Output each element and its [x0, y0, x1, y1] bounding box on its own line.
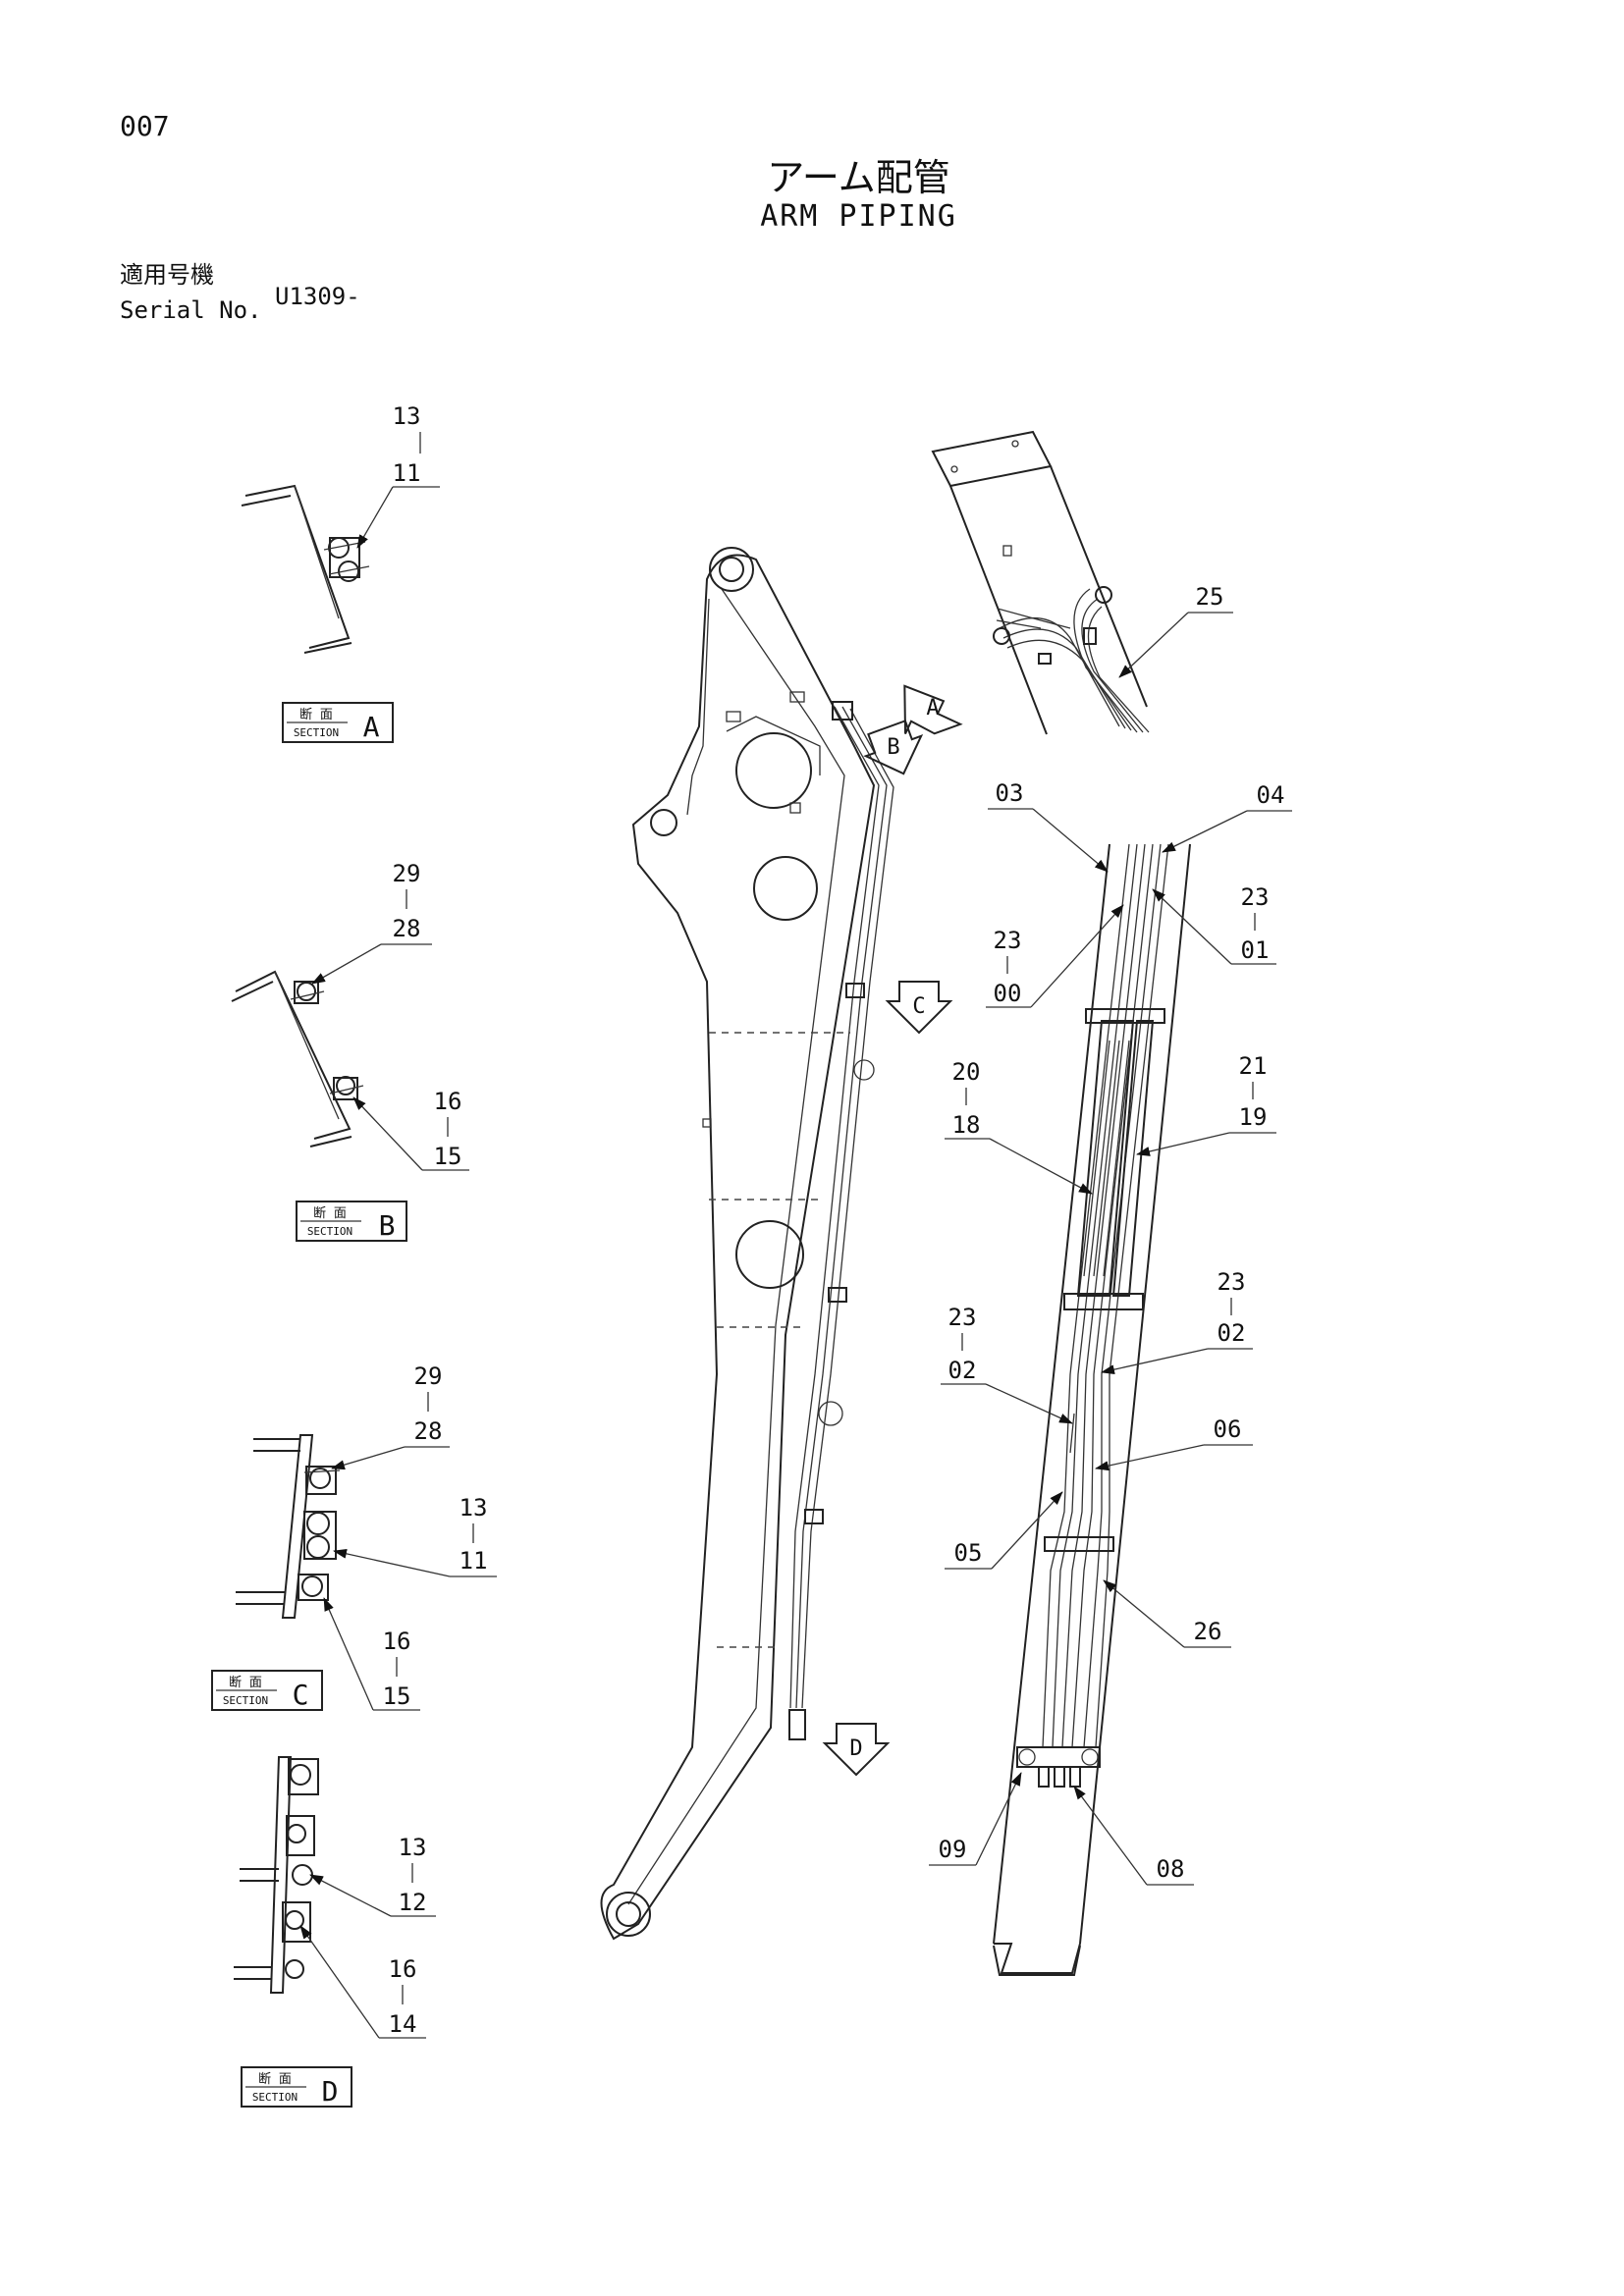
- section-c-label-en: SECTION: [223, 1694, 268, 1707]
- section-a-label-box: 断 面 SECTION A: [282, 702, 394, 743]
- callout-23-02a-top: 23: [1218, 1268, 1246, 1296]
- serial-label: 適用号機 Serial No.: [120, 257, 262, 328]
- serial-label-japanese: 適用号機: [120, 261, 214, 289]
- section-d-label-en: SECTION: [252, 2091, 298, 2104]
- section-d-callout2-top: 16: [389, 1955, 417, 1983]
- section-b-callout2-top: 16: [434, 1088, 462, 1115]
- view-arrow-d: D: [822, 1723, 891, 1777]
- section-b-callout1-top: 29: [393, 860, 421, 887]
- callout-23-00-top: 23: [994, 927, 1022, 954]
- callout-23-01-top: 23: [1241, 883, 1270, 911]
- view-arrow-c: C: [885, 981, 953, 1035]
- section-b-callout2-bottom: 15: [434, 1143, 462, 1170]
- view-arrow-c-letter: C: [912, 994, 925, 1019]
- section-d-callout1-bottom: 12: [399, 1889, 427, 1916]
- callout-23-02a-bottom: 02: [1218, 1319, 1246, 1347]
- section-a-letter: A: [363, 711, 380, 743]
- callout-08: 08: [1157, 1855, 1185, 1883]
- section-d-letter: D: [322, 2075, 339, 2108]
- section-c-callout3-top: 16: [383, 1628, 411, 1655]
- section-c-callout2-top: 13: [460, 1494, 488, 1522]
- section-c-detail: 29 28 13 11 16 15 断 面 SECTION C: [211, 1362, 497, 1711]
- page-title-english: ARM PIPING: [760, 199, 957, 234]
- view-arrow-b: B: [863, 720, 924, 775]
- callout-03: 03: [996, 779, 1024, 807]
- section-d-detail: 13 12 16 14 断 面 SECTION D: [234, 1756, 436, 2108]
- callout-23-01-bottom: 01: [1241, 936, 1270, 964]
- section-a-detail: 13 11 断 面 SECTION A: [241, 402, 440, 743]
- section-d-callout2-bottom: 14: [389, 2010, 417, 2038]
- section-a-label-jp: 断 面: [299, 708, 333, 722]
- section-d-label-jp: 断 面: [258, 2072, 292, 2087]
- section-c-callout1-top: 29: [414, 1362, 443, 1390]
- callout-04: 04: [1257, 781, 1285, 809]
- callout-06: 06: [1214, 1415, 1242, 1443]
- section-c-label-box: 断 面 SECTION C: [211, 1670, 323, 1711]
- section-c-callout2-bottom: 11: [460, 1547, 488, 1575]
- page-number: 007: [120, 110, 170, 142]
- section-b-callout1-bottom: 28: [393, 915, 421, 942]
- section-d-callout1-top: 13: [399, 1834, 427, 1861]
- callout-23-00-bottom: 00: [994, 980, 1022, 1007]
- section-d-label-box: 断 面 SECTION D: [241, 2066, 352, 2108]
- section-a-label-en: SECTION: [294, 726, 339, 739]
- section-c-label-jp: 断 面: [229, 1676, 262, 1690]
- section-b-label-jp: 断 面: [313, 1206, 347, 1221]
- callout-05: 05: [954, 1539, 983, 1567]
- section-c-callout1-bottom: 28: [414, 1417, 443, 1445]
- page-title-japanese: アーム配管: [767, 156, 950, 199]
- callout-23-02b-bottom: 02: [948, 1357, 977, 1384]
- callout-21-19-bottom: 19: [1239, 1103, 1268, 1131]
- callout-21-19-top: 21: [1239, 1052, 1268, 1080]
- section-b-label-en: SECTION: [307, 1225, 352, 1238]
- serial-label-english: Serial No.: [120, 296, 262, 324]
- section-b-label-box: 断 面 SECTION B: [296, 1201, 407, 1242]
- view-arrow-b-letter: B: [887, 735, 899, 760]
- view-arrow-a-letter: A: [926, 696, 939, 721]
- arm-top-view: 03 04 23 01 23 00 20 18 21 19 23 02 23 0…: [929, 779, 1292, 1976]
- callout-20-18-top: 20: [952, 1058, 981, 1086]
- callout-25: 25: [1196, 583, 1224, 611]
- section-b-letter: B: [379, 1209, 396, 1242]
- callout-26: 26: [1194, 1618, 1222, 1645]
- callout-20-18-bottom: 18: [952, 1111, 981, 1139]
- serial-number-value: U1309-: [275, 283, 360, 310]
- section-b-detail: 29 28 16 15 断 面 SECTION B: [231, 860, 469, 1242]
- arm-side-view: [600, 547, 894, 1941]
- section-a-callout-bottom: 11: [393, 459, 421, 487]
- callout-23-02b-top: 23: [948, 1304, 977, 1331]
- view-arrow-d-letter: D: [849, 1736, 862, 1761]
- section-c-callout3-bottom: 15: [383, 1682, 411, 1710]
- arm-top-detail: 25: [931, 430, 1233, 735]
- section-c-letter: C: [293, 1679, 309, 1711]
- view-arrow-a: A: [903, 684, 963, 735]
- callout-09: 09: [939, 1836, 967, 1863]
- section-a-callout-top: 13: [393, 402, 421, 430]
